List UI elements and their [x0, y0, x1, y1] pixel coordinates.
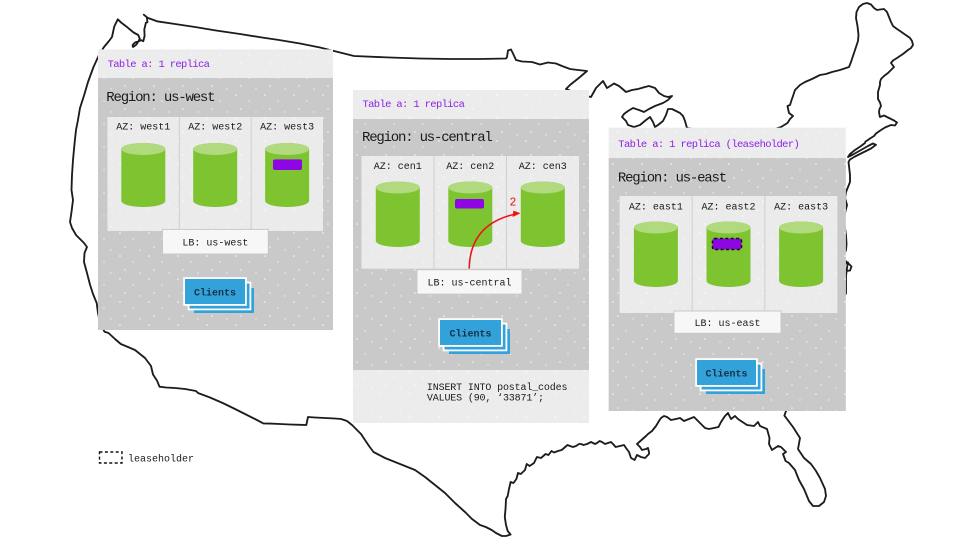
svg-text:Region: us-east: Region: us-east: [618, 171, 726, 187]
svg-text:Clients: Clients: [194, 288, 236, 300]
svg-text:LB: us-east: LB: us-east: [694, 319, 760, 330]
svg-text:AZ: cen1: AZ: cen1: [374, 162, 422, 173]
svg-text:leaseholder: leaseholder: [128, 454, 194, 466]
svg-text:AZ: east2: AZ: east2: [701, 203, 755, 214]
svg-text:AZ: cen3: AZ: cen3: [519, 162, 567, 173]
svg-text:LB: us-central: LB: us-central: [427, 278, 511, 290]
svg-text:Clients: Clients: [705, 369, 747, 381]
svg-text:AZ: west3: AZ: west3: [260, 123, 314, 134]
svg-text:Table a: 1 replica: Table a: 1 replica: [363, 99, 465, 111]
svg-text:Clients: Clients: [449, 329, 491, 341]
svg-text:Region: us-west: Region: us-west: [106, 90, 214, 106]
svg-text:Region: us-central: Region: us-central: [362, 130, 492, 146]
svg-text:AZ: east1: AZ: east1: [629, 203, 683, 214]
svg-text:AZ: west1: AZ: west1: [116, 123, 170, 134]
svg-text:2: 2: [510, 197, 517, 210]
svg-text:VALUES (90, ‘33871’;: VALUES (90, ‘33871’;: [427, 393, 544, 405]
svg-text:AZ: east3: AZ: east3: [774, 203, 828, 214]
svg-text:AZ: cen2: AZ: cen2: [446, 162, 494, 173]
svg-text:INSERT INTO postal_codes: INSERT INTO postal_codes: [427, 382, 568, 394]
svg-text:Table a: 1 replica: Table a: 1 replica: [108, 59, 210, 71]
svg-text:LB: us-west: LB: us-west: [182, 239, 248, 250]
svg-text:Table a: 1 replica (leaseholde: Table a: 1 replica (leaseholder): [618, 139, 799, 151]
svg-text:AZ: west2: AZ: west2: [188, 123, 242, 134]
